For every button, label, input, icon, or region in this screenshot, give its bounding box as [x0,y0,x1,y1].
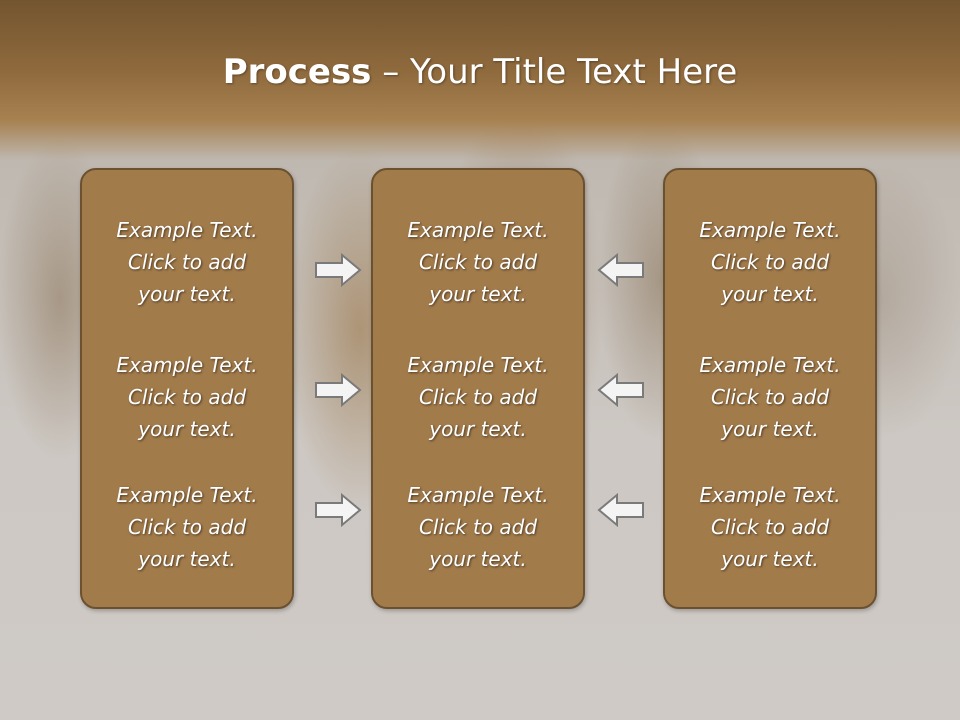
text-line: your text. [721,547,819,571]
process-box-right[interactable]: Example Text. Click to add your text. Ex… [663,168,877,609]
text-line: your text. [138,282,236,306]
text-placeholder[interactable]: Example Text. Click to add your text. [373,479,583,575]
text-line: Example Text. [116,483,258,507]
right-arrow-icon[interactable] [314,252,362,288]
text-line: Click to add [127,250,247,274]
text-line: your text. [429,547,527,571]
text-placeholder[interactable]: Example Text. Click to add your text. [82,479,292,575]
text-line: Example Text. [407,353,549,377]
text-line: Example Text. [407,483,549,507]
text-placeholder[interactable]: Example Text. Click to add your text. [82,214,292,310]
title-bold: Process [222,52,372,92]
text-line: Example Text. [407,218,549,242]
text-line: Click to add [710,515,830,539]
text-line: Click to add [418,385,538,409]
text-placeholder[interactable]: Example Text. Click to add your text. [665,349,875,445]
text-line: your text. [429,417,527,441]
right-arrow-icon[interactable] [314,492,362,528]
text-placeholder[interactable]: Example Text. Click to add your text. [665,214,875,310]
text-line: your text. [138,547,236,571]
text-line: your text. [721,417,819,441]
text-placeholder[interactable]: Example Text. Click to add your text. [665,479,875,575]
text-line: Click to add [127,385,247,409]
right-arrow-icon[interactable] [314,372,362,408]
text-line: Click to add [418,250,538,274]
text-line: Click to add [710,250,830,274]
text-line: Example Text. [699,353,841,377]
text-line: Click to add [710,385,830,409]
title-band [0,0,960,160]
text-line: Example Text. [699,483,841,507]
process-box-center[interactable]: Example Text. Click to add your text. Ex… [371,168,585,609]
slide-title[interactable]: Process – Your Title Text Here [0,52,960,92]
text-line: Example Text. [116,353,258,377]
text-line: Example Text. [699,218,841,242]
left-arrow-icon[interactable] [597,492,645,528]
text-line: Click to add [418,515,538,539]
left-arrow-icon[interactable] [597,372,645,408]
text-placeholder[interactable]: Example Text. Click to add your text. [373,214,583,310]
title-rest: – Your Title Text Here [371,52,738,92]
text-line: your text. [138,417,236,441]
text-line: your text. [721,282,819,306]
left-arrow-icon[interactable] [597,252,645,288]
text-line: your text. [429,282,527,306]
text-line: Example Text. [116,218,258,242]
process-box-left[interactable]: Example Text. Click to add your text. Ex… [80,168,294,609]
text-placeholder[interactable]: Example Text. Click to add your text. [373,349,583,445]
text-line: Click to add [127,515,247,539]
text-placeholder[interactable]: Example Text. Click to add your text. [82,349,292,445]
